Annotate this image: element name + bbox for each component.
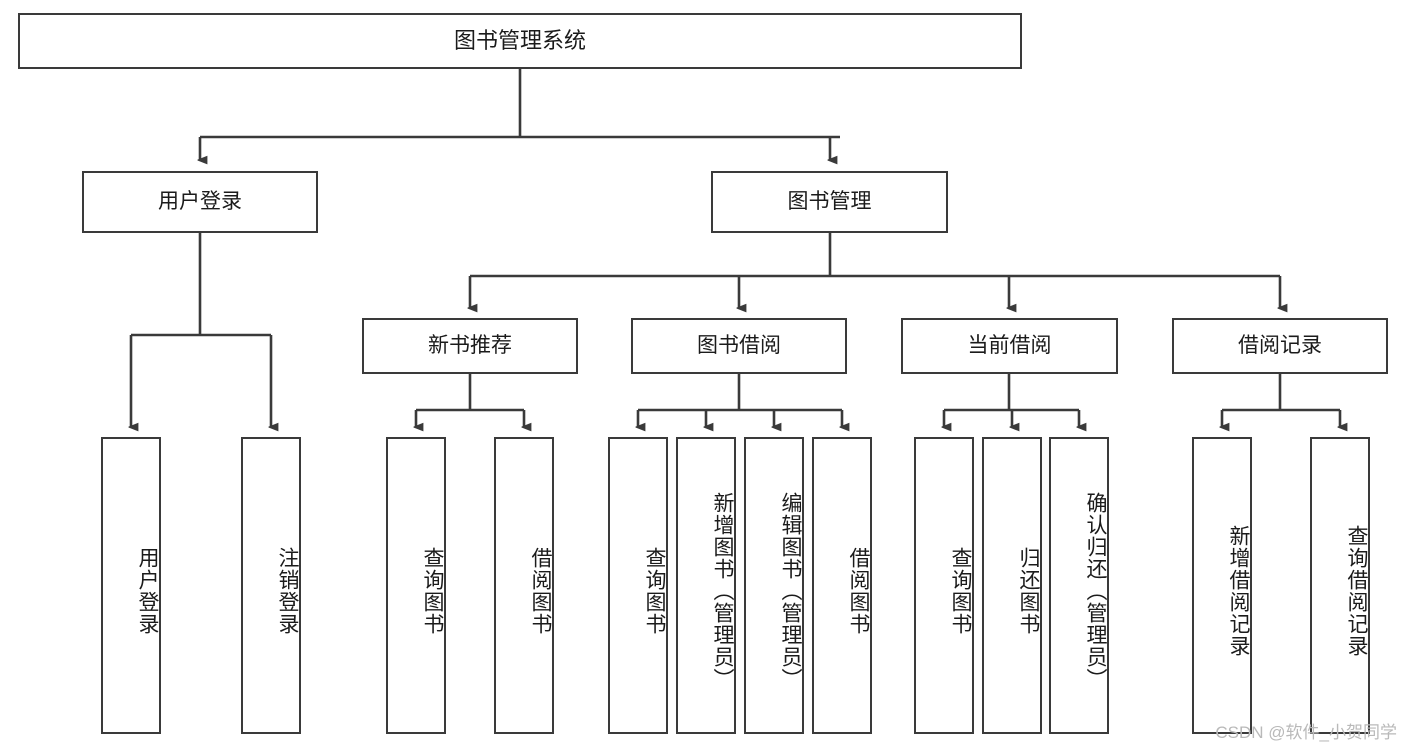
node-label: 查询图书	[949, 546, 972, 635]
leaf-query-book-new[interactable]: 查询图书	[386, 437, 446, 734]
node-label: 新增借阅记录	[1227, 524, 1250, 657]
leaf-user-login[interactable]: 用户登录	[101, 437, 161, 734]
leaf-borrow-book-new[interactable]: 借阅图书	[494, 437, 554, 734]
watermark: CSDN @软件_小贺同学	[1215, 723, 1397, 742]
leaf-add-borrow-record[interactable]: 新增借阅记录	[1192, 437, 1252, 734]
leaf-edit-book-admin[interactable]: 编辑图书（管理员）	[744, 437, 804, 734]
node-book-management[interactable]: 图书管理	[711, 171, 948, 233]
leaf-query-book-current[interactable]: 查询图书	[914, 437, 974, 734]
node-borrow-record[interactable]: 借阅记录	[1172, 318, 1388, 374]
node-current-borrow[interactable]: 当前借阅	[901, 318, 1118, 374]
node-label: 新书推荐	[428, 333, 512, 357]
node-label: 当前借阅	[967, 333, 1052, 357]
node-label: 编辑图书（管理员）	[779, 491, 802, 690]
node-label: 注销登录	[276, 546, 299, 635]
node-label: 查询图书	[421, 546, 444, 635]
leaf-confirm-return-admin[interactable]: 确认归还（管理员）	[1049, 437, 1109, 734]
node-label: 借阅记录	[1238, 333, 1322, 357]
node-label: 借阅图书	[529, 546, 552, 635]
node-book-borrow[interactable]: 图书借阅	[631, 318, 847, 374]
node-new-book-recommend[interactable]: 新书推荐	[362, 318, 578, 374]
node-user-login[interactable]: 用户登录	[82, 171, 318, 233]
leaf-logout[interactable]: 注销登录	[241, 437, 301, 734]
node-label: 图书管理系统	[453, 28, 586, 54]
node-label: 查询图书	[643, 546, 666, 635]
node-label: 确认归还（管理员）	[1084, 491, 1107, 690]
node-label: 用户登录	[136, 546, 159, 635]
leaf-query-borrow-record[interactable]: 查询借阅记录	[1310, 437, 1370, 734]
node-root-system[interactable]: 图书管理系统	[18, 13, 1022, 69]
node-label: 用户登录	[158, 189, 242, 213]
leaf-add-book-admin[interactable]: 新增图书（管理员）	[676, 437, 736, 734]
node-label: 归还图书	[1017, 546, 1040, 635]
leaf-borrow-book[interactable]: 借阅图书	[812, 437, 872, 734]
leaf-return-book[interactable]: 归还图书	[982, 437, 1042, 734]
node-label: 查询借阅记录	[1345, 524, 1368, 657]
node-label: 图书借阅	[697, 333, 781, 357]
leaf-query-book-borrow[interactable]: 查询图书	[608, 437, 668, 734]
node-label: 新增图书（管理员）	[711, 491, 734, 690]
node-label: 图书管理	[787, 189, 872, 213]
node-label: 借阅图书	[847, 546, 870, 635]
